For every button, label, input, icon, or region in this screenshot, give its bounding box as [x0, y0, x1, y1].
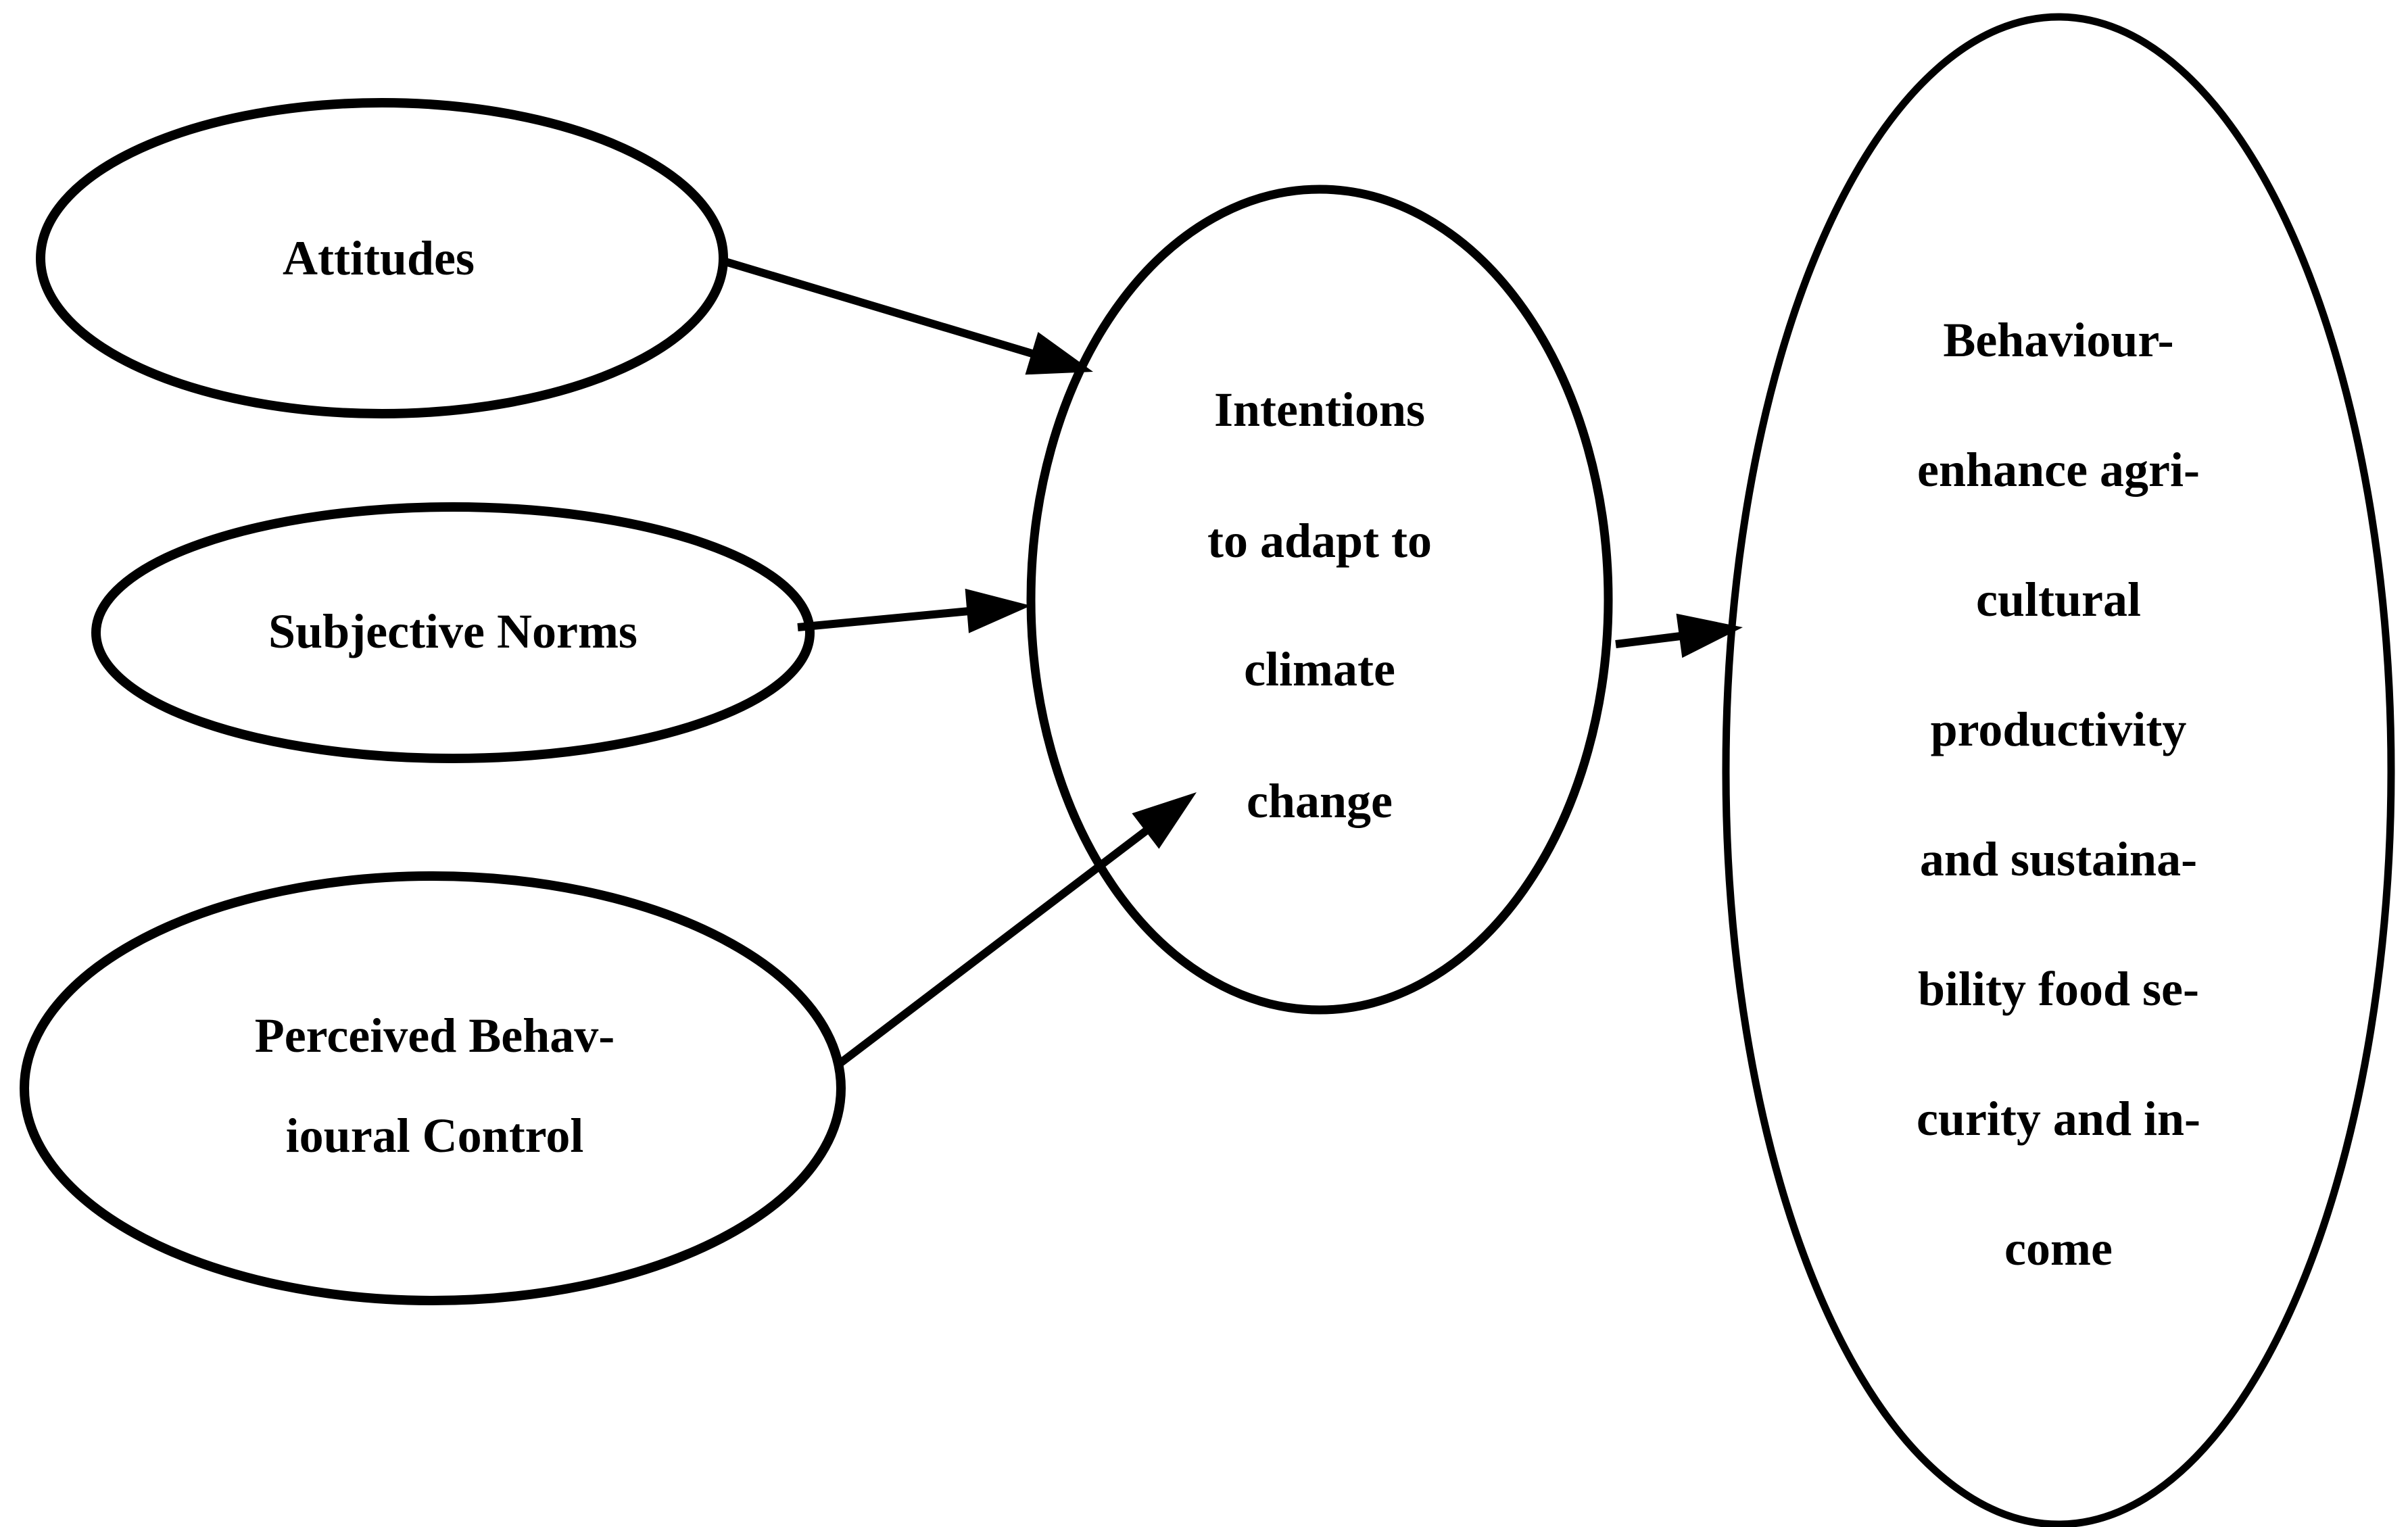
- perceived-behavioural-control-label-line1: Perceived Behav-: [255, 1009, 615, 1063]
- intentions-label-line3: climate: [1244, 642, 1395, 696]
- node-behaviour-outcome: Behaviour- enhance agri- cultural produc…: [1722, 13, 2395, 1527]
- behaviour-outcome-ellipse: [1722, 13, 2395, 1527]
- behaviour-outcome-label-line7: curity and in-: [1917, 1092, 2200, 1146]
- intentions-label-line1: Intentions: [1214, 383, 1425, 437]
- arrow-attitudes-to-intentions: [719, 256, 1093, 375]
- perceived-behavioural-control-ellipse: [20, 871, 846, 1305]
- arrow-intentions-head: [1676, 613, 1743, 658]
- intentions-label-line2: to adapt to: [1207, 514, 1432, 568]
- arrow-attitudes-head: [1025, 332, 1093, 375]
- perceived-behavioural-control-label-line2: ioural Control: [286, 1109, 584, 1163]
- arrow-subjective-norms-shaft: [797, 607, 970, 631]
- behaviour-outcome-label-line4: productivity: [1931, 702, 2187, 756]
- subjective-norms-label: Subjective Norms: [268, 604, 637, 658]
- arrow-attitudes-shaft: [719, 256, 1036, 358]
- intentions-label-line4: change: [1247, 774, 1393, 828]
- arrow-subjective-norms-to-intentions: [797, 588, 1031, 633]
- behaviour-outcome-label-line8: come: [2004, 1221, 2113, 1276]
- subjective-norms-ellipse: [91, 502, 815, 763]
- node-intentions: Intentions to adapt to climate change: [1026, 185, 1613, 1015]
- behaviour-outcome-label-line6: bility food se-: [1918, 962, 2199, 1016]
- behaviour-outcome-label-line3: cultural: [1976, 573, 2141, 627]
- node-attitudes: Attitudes: [36, 98, 728, 418]
- attitudes-label: Attitudes: [283, 231, 475, 285]
- arrow-intentions-to-behaviour: [1615, 613, 1743, 658]
- arrow-perceived-behavioural-control-head: [1132, 792, 1197, 849]
- arrow-subjective-norms-head: [965, 588, 1031, 633]
- intentions-ellipse: [1026, 185, 1613, 1015]
- behaviour-outcome-label-line1: Behaviour-: [1943, 313, 2173, 367]
- node-perceived-behavioural-control: Perceived Behav- ioural Control: [20, 871, 846, 1305]
- arrow-intentions-shaft: [1615, 632, 1681, 648]
- node-subjective-norms: Subjective Norms: [91, 502, 815, 763]
- arrow-perceived-behavioural-control-shaft: [836, 826, 1151, 1068]
- arrow-perceived-behavioural-control-to-intentions: [836, 792, 1197, 1068]
- behaviour-outcome-label-line2: enhance agri-: [1917, 443, 2200, 497]
- behaviour-outcome-label-line5: and sustaina-: [1920, 832, 2197, 886]
